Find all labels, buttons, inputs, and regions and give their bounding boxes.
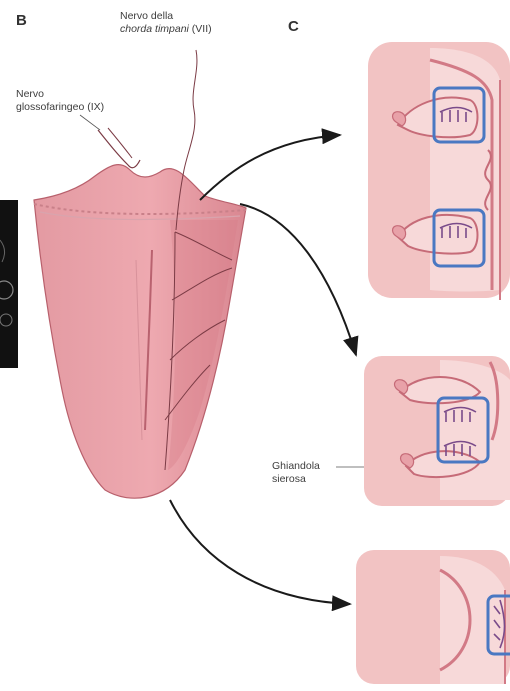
dark-inset-image	[0, 200, 18, 368]
arrow-icon-bottom	[170, 500, 350, 604]
papilla-panel-bottom	[356, 550, 510, 684]
arrow-icon-top	[200, 135, 340, 200]
tongue	[34, 165, 246, 499]
papilla-panel-middle	[364, 356, 510, 506]
glossopharyngeal-nerve	[98, 130, 140, 168]
arrow-icon-middle	[240, 204, 356, 355]
papilla-panel-top	[368, 42, 510, 300]
